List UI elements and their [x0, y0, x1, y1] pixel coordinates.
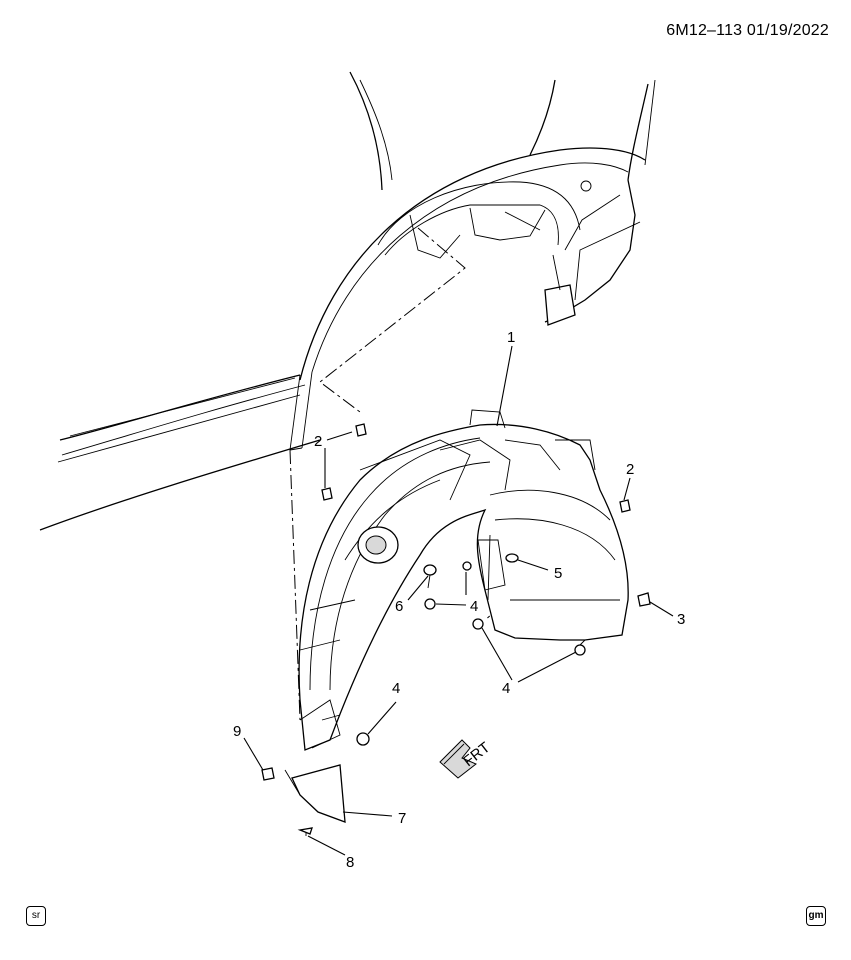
callout-7: 7 — [398, 810, 406, 827]
gm-logo-badge: gm — [806, 906, 826, 926]
callout-4-mid: 4 — [470, 598, 478, 615]
vehicle-body-outline — [39, 71, 656, 531]
wheelhouse-liner — [298, 409, 629, 751]
sr-badge: sr — [26, 906, 46, 926]
callout-labels: 1 2 2 3 4 4 4 5 6 7 8 9 — [233, 329, 685, 871]
callout-4-left: 4 — [392, 680, 400, 697]
front-direction-arrow: FRT — [439, 739, 493, 779]
callout-9: 9 — [233, 723, 241, 740]
callout-6: 6 — [395, 598, 403, 615]
callout-2-right: 2 — [626, 461, 634, 478]
callout-2-left: 2 — [314, 433, 322, 450]
callout-3: 3 — [677, 611, 685, 628]
callout-1: 1 — [507, 329, 515, 346]
leader-lines — [243, 345, 674, 856]
callout-4-lower: 4 — [502, 680, 510, 697]
diagram-code-date: 6M12–113 01/19/2022 — [666, 22, 829, 39]
callout-8: 8 — [346, 854, 354, 871]
fastener-parts — [261, 423, 651, 836]
callout-5: 5 — [554, 565, 562, 582]
